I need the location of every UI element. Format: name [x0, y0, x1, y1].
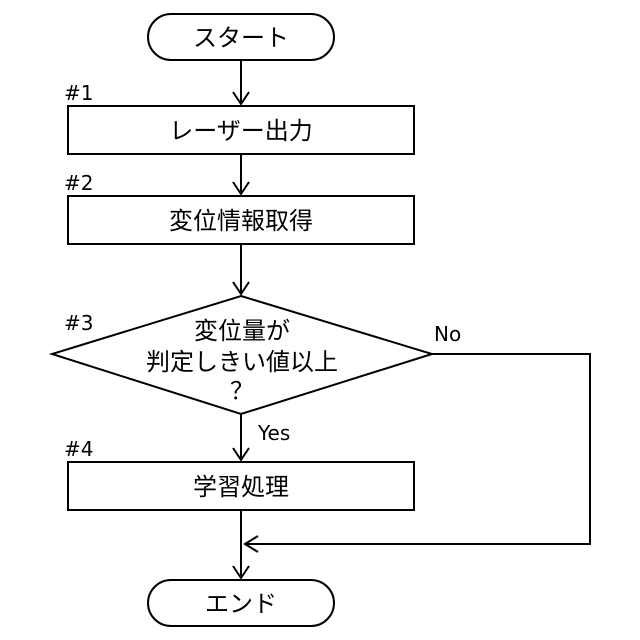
step3-label-line1: 変位量が — [194, 317, 290, 345]
start-label: スタート — [193, 24, 289, 52]
step4-label: 学習処理 — [193, 473, 289, 501]
step1-label: レーザー出力 — [169, 117, 313, 145]
step3-id: #3 — [64, 311, 93, 335]
end-label: エンド — [205, 590, 277, 618]
step2-id: #2 — [64, 171, 93, 195]
step1-id: #1 — [64, 81, 93, 105]
no-label: No — [434, 322, 461, 346]
step2-label: 変位情報取得 — [169, 207, 313, 235]
step4-id: #4 — [64, 437, 93, 461]
step3-label-line2: 判定しきい値以上 — [146, 348, 338, 376]
yes-label: Yes — [257, 421, 290, 445]
step3-label-line3: ？ — [230, 377, 254, 405]
